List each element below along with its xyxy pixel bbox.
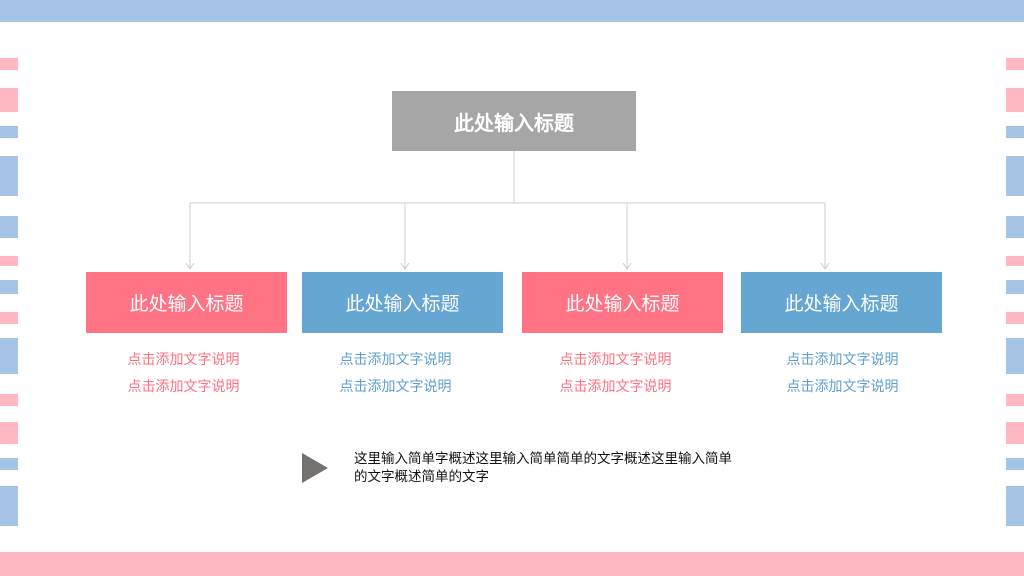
description-line[interactable]: 点击添加文字说明 [339,379,452,395]
left-stripe-border [0,22,18,552]
play-triangle-icon [302,453,328,483]
child-title-box-3[interactable]: 此处输入标题 [522,272,723,333]
child-title-box-4[interactable]: 此处输入标题 [741,272,942,333]
description-line[interactable]: 点击添加文字说明 [127,379,240,395]
child-description-3: 点击添加文字说明 点击添加文字说明 [515,347,716,401]
description-line[interactable]: 点击添加文字说明 [127,352,240,368]
child-description-4: 点击添加文字说明 点击添加文字说明 [742,347,943,401]
description-line[interactable]: 点击添加文字说明 [786,352,899,368]
root-title-box[interactable]: 此处输入标题 [392,91,636,151]
child-title-box-2[interactable]: 此处输入标题 [302,272,503,333]
summary-text[interactable]: 这里输入简单字概述这里输入简单简单的文字概述这里输入简单的文字概述简单的文字 [354,451,732,485]
description-line[interactable]: 点击添加文字说明 [339,352,452,368]
frame-top-border [0,0,1024,22]
frame-bottom-border [0,552,1024,576]
child-description-2: 点击添加文字说明 点击添加文字说明 [295,347,496,401]
description-line[interactable]: 点击添加文字说明 [559,352,672,368]
child-description-1: 点击添加文字说明 点击添加文字说明 [83,347,284,401]
right-stripe-border [1006,22,1024,552]
description-line[interactable]: 点击添加文字说明 [559,379,672,395]
description-line[interactable]: 点击添加文字说明 [786,379,899,395]
child-title-box-1[interactable]: 此处输入标题 [86,272,287,333]
